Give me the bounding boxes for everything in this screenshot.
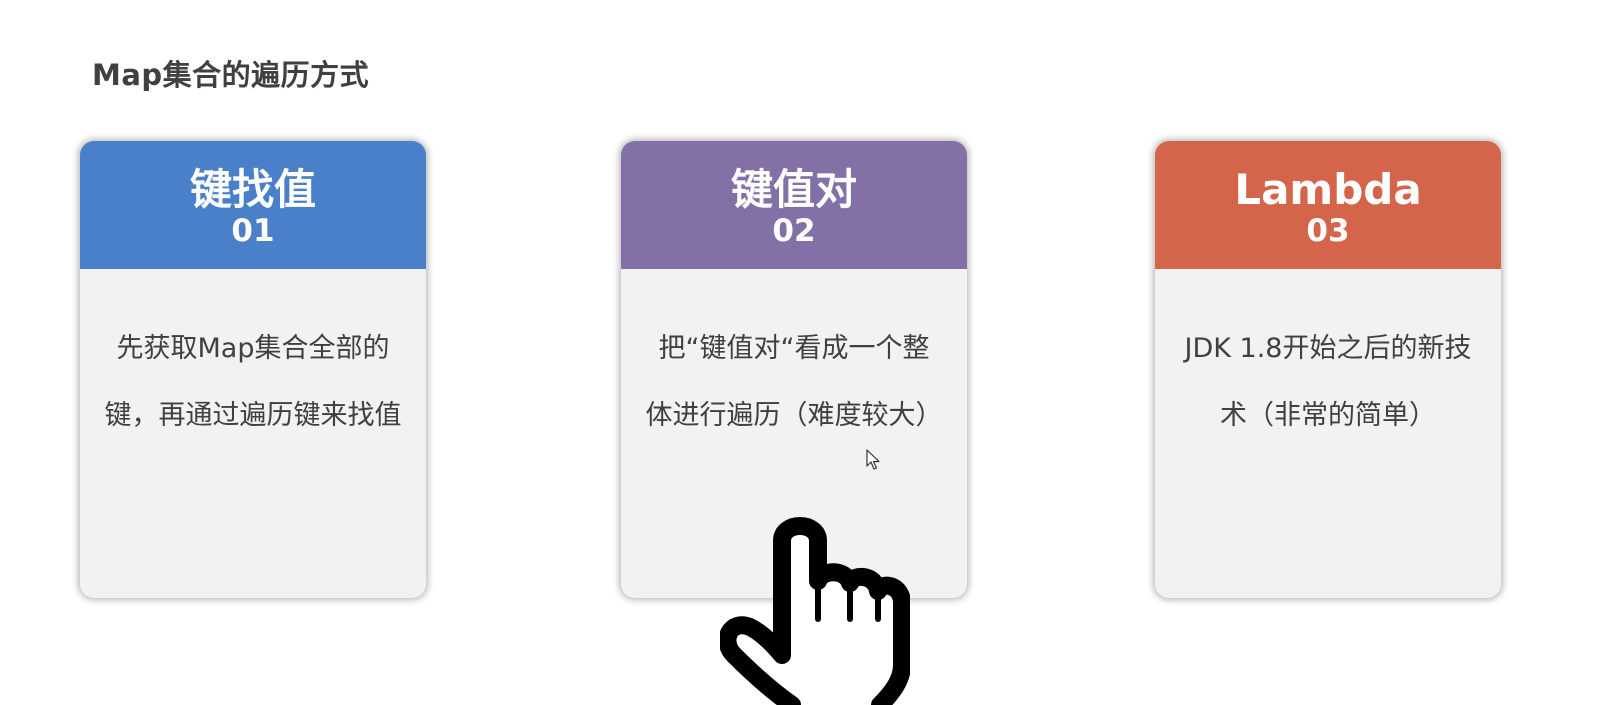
card-key-value-pair[interactable]: 键值对 02 把“键值对“看成一个整 体进行遍历（难度较大） [621, 141, 967, 598]
card-header: 键值对 02 [621, 141, 967, 269]
card-lambda[interactable]: Lambda 03 JDK 1.8开始之后的新技 术（非常的简单） [1155, 141, 1501, 598]
card-title: 键值对 [730, 165, 857, 214]
card-description: 把“键值对“看成一个整 体进行遍历（难度较大） [621, 269, 967, 449]
card-header: Lambda 03 [1155, 141, 1501, 269]
card-number: 02 [772, 213, 816, 249]
card-number: 01 [231, 213, 275, 249]
card-title: 键找值 [189, 165, 316, 214]
card-description-line: 把“键值对“看成一个整 [658, 333, 930, 364]
card-description-line: 体进行遍历（难度较大） [645, 400, 943, 431]
card-description: JDK 1.8开始之后的新技 术（非常的简单） [1155, 269, 1501, 449]
card-header: 键找值 01 [80, 141, 426, 269]
card-description: 先获取Map集合全部的 键，再通过遍历键来找值 [80, 269, 426, 449]
card-description-line: JDK 1.8开始之后的新技 [1184, 333, 1472, 364]
card-description-line: 术（非常的简单） [1220, 400, 1436, 431]
card-number: 03 [1306, 213, 1350, 249]
slide-title: Map集合的遍历方式 [92, 58, 370, 92]
hand-pointer-icon [720, 517, 910, 705]
card-description-line: 键，再通过遍历键来找值 [104, 400, 402, 431]
mouse-pointer-icon [866, 449, 880, 470]
card-title: Lambda [1234, 165, 1422, 214]
card-description-line: 先获取Map集合全部的 [116, 333, 390, 364]
card-key-lookup[interactable]: 键找值 01 先获取Map集合全部的 键，再通过遍历键来找值 [80, 141, 426, 598]
